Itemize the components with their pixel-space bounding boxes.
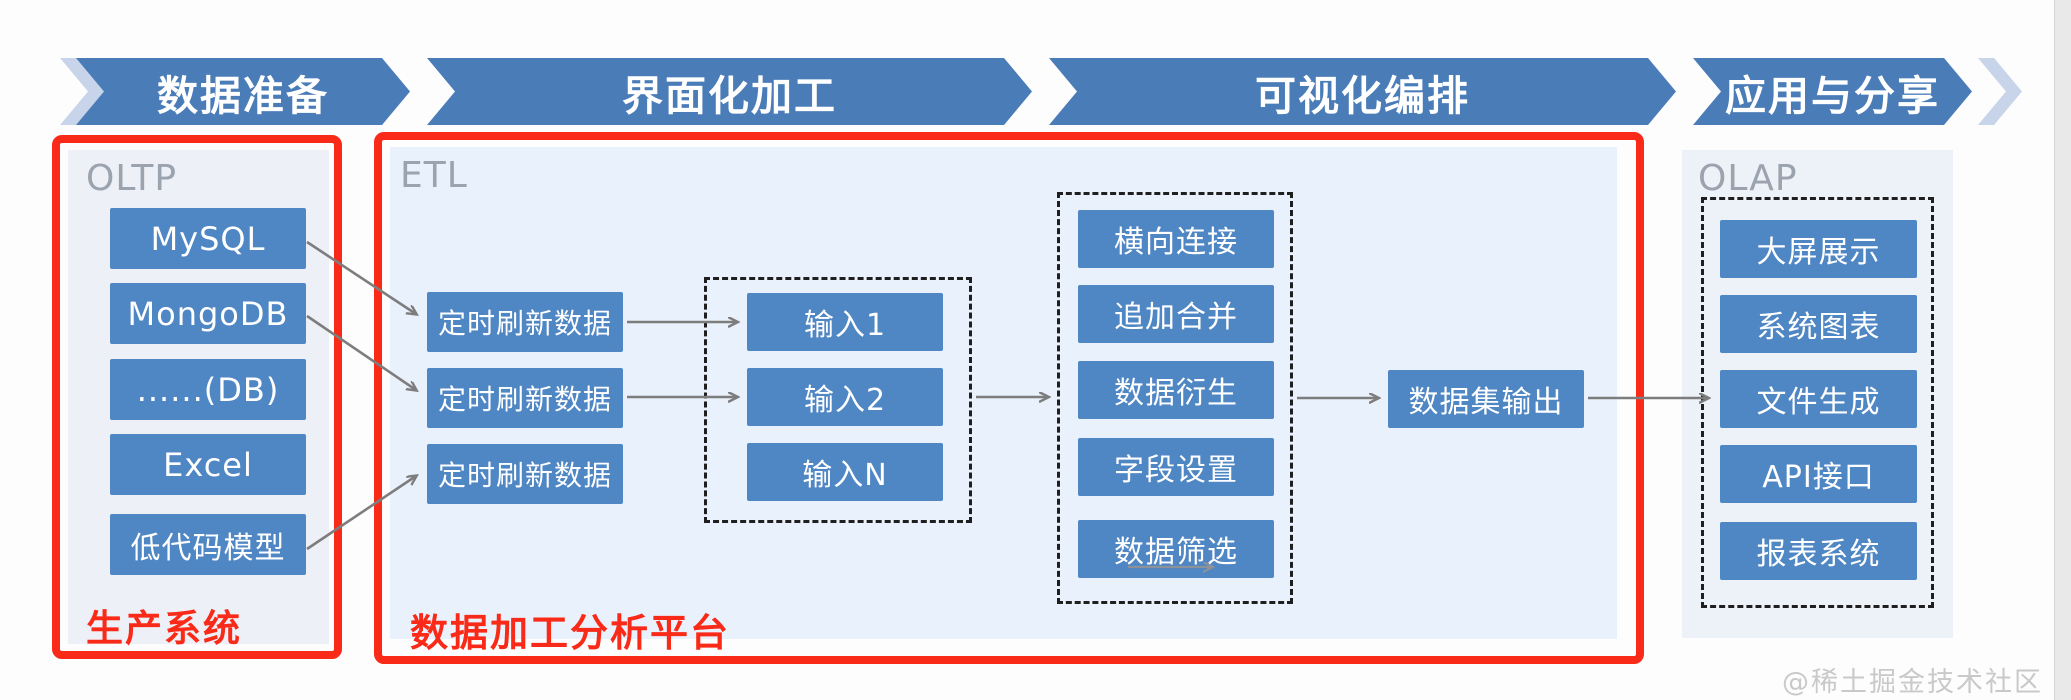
node-lowcode-model: 低代码模型 <box>110 514 306 575</box>
op-node-horizontal-join: 横向连接 <box>1078 210 1274 268</box>
refresh-node-3: 定时刷新数据 <box>427 444 623 504</box>
etl-label: ETL <box>400 155 468 196</box>
data-processing-platform-group-border <box>374 132 1644 664</box>
banner-step-visual: 可视化编排 <box>1049 58 1676 125</box>
vertical-scrollbar[interactable] <box>2054 0 2071 700</box>
watermark: @稀土掘金技术社区 <box>1782 667 2043 698</box>
input-node-1: 输入1 <box>747 293 943 351</box>
node-mongodb: MongoDB <box>110 283 306 344</box>
banner-tail-chevron-icon <box>1978 58 2022 125</box>
op-node-field-settings: 字段设置 <box>1078 438 1274 496</box>
operations-dashed-group <box>1057 192 1293 604</box>
refresh-node-1: 定时刷新数据 <box>427 292 623 352</box>
oltp-label: OLTP <box>86 158 178 199</box>
node-excel: Excel <box>110 434 306 495</box>
op-node-data-derive: 数据衍生 <box>1078 361 1274 419</box>
olap-label: OLAP <box>1698 158 1798 199</box>
production-system-caption: 生产系统 <box>86 607 242 650</box>
banner-step-label: 可视化编排 <box>1255 71 1470 120</box>
op-node-data-filter: 数据筛选 <box>1078 520 1274 578</box>
banner-step-label: 界面化加工 <box>622 71 837 120</box>
dataset-output-node: 数据集输出 <box>1388 370 1584 428</box>
input-node-n: 输入N <box>747 443 943 501</box>
banner-step-interface: 界面化加工 <box>427 58 1032 125</box>
node-other-db: ......(DB) <box>110 359 306 420</box>
platform-caption: 数据加工分析平台 <box>410 611 731 655</box>
node-mysql: MySQL <box>110 208 306 269</box>
output-node-api: API接口 <box>1720 445 1917 503</box>
banner-step-label: 应用与分享 <box>1725 71 1940 120</box>
production-system-group-border <box>52 135 342 659</box>
inputs-dashed-group <box>704 277 972 523</box>
banner-step-label: 数据准备 <box>157 71 329 120</box>
output-node-charts: 系统图表 <box>1720 295 1917 353</box>
output-node-bigscreen: 大屏展示 <box>1720 220 1917 278</box>
banner-step-data-prep: 数据准备 <box>76 58 410 125</box>
banner-step-share: 应用与分享 <box>1693 58 1972 125</box>
output-node-files: 文件生成 <box>1720 370 1917 428</box>
op-node-append-merge: 追加合并 <box>1078 285 1274 343</box>
refresh-node-2: 定时刷新数据 <box>427 368 623 428</box>
input-node-2: 输入2 <box>747 368 943 426</box>
output-node-reports: 报表系统 <box>1720 522 1917 580</box>
